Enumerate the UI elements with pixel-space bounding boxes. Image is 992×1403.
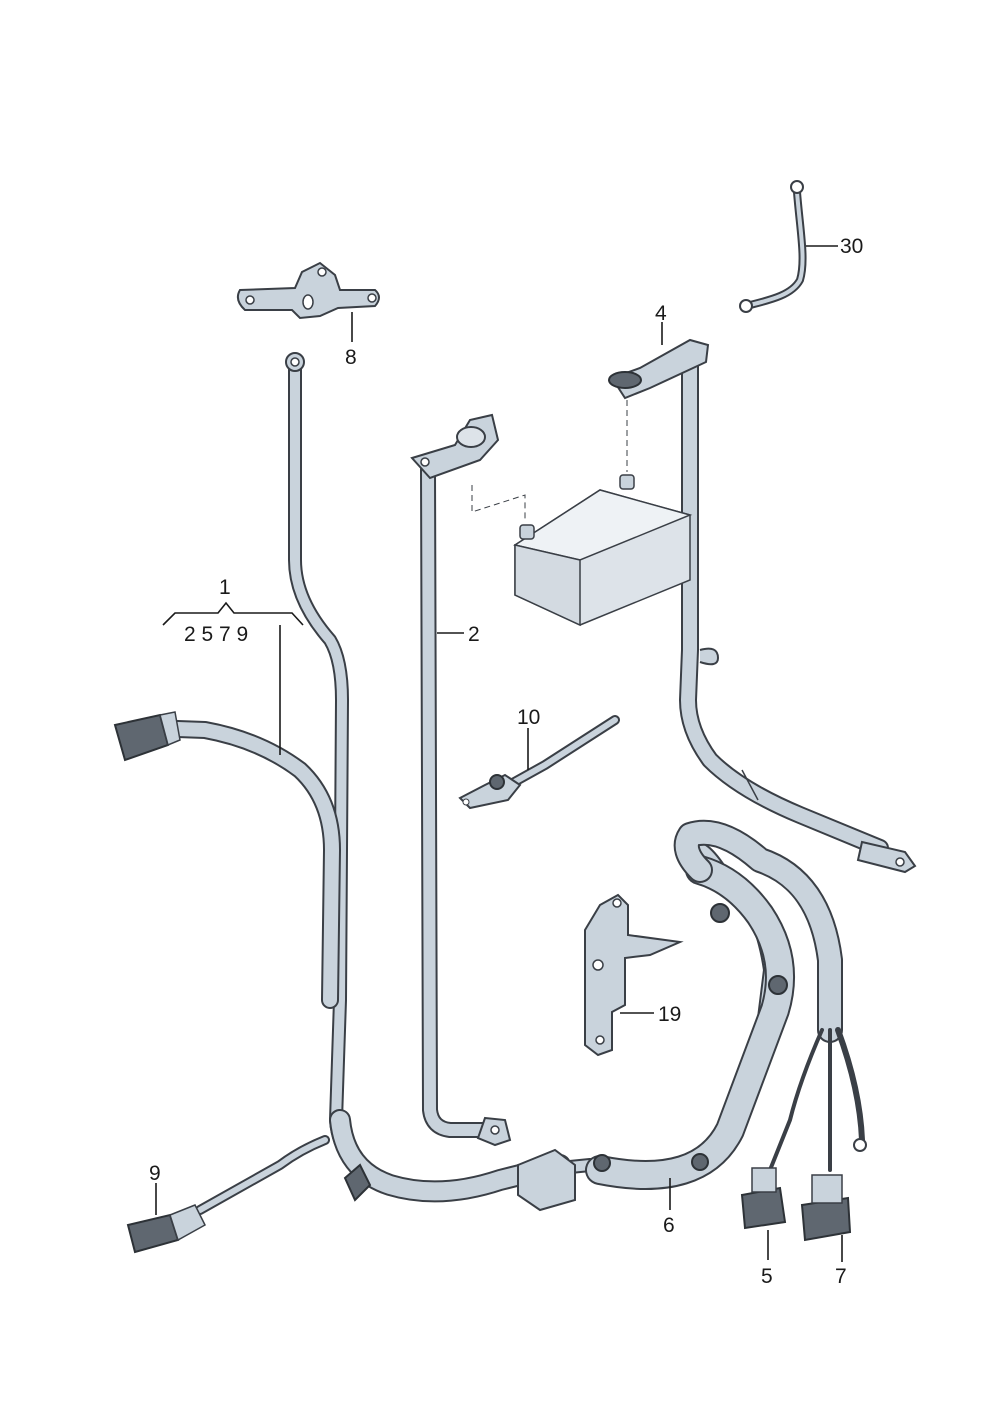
connector-7 — [800, 1174, 852, 1242]
mounting-bracket-19 — [584, 893, 684, 1057]
callout-8: 8 — [345, 346, 357, 369]
connector-5 — [740, 1167, 787, 1230]
callout-2: 2 — [468, 623, 480, 646]
callout-1: 1 — [219, 576, 231, 599]
callout-1-brace — [162, 601, 304, 626]
callout-7: 7 — [835, 1265, 847, 1288]
battery-negative-cable — [410, 413, 512, 1147]
battery — [471, 400, 693, 627]
connector-9 — [126, 1204, 206, 1254]
callout-10: 10 — [517, 706, 540, 729]
harness-connector-left — [113, 711, 181, 762]
callout-30: 30 — [840, 235, 863, 258]
callout-9: 9 — [149, 1162, 161, 1185]
callout-6: 6 — [663, 1214, 675, 1237]
main-wiring-harness — [141, 352, 867, 1215]
callout-1-sub: 2 5 7 9 — [184, 623, 248, 646]
battery-positive-cable — [608, 338, 917, 874]
callout-5: 5 — [761, 1265, 773, 1288]
callout-4: 4 — [655, 302, 667, 325]
ground-strap-cable — [739, 180, 807, 313]
bracket-part — [236, 261, 380, 320]
callout-19: 19 — [658, 1003, 681, 1026]
sensor-cable — [458, 715, 620, 810]
